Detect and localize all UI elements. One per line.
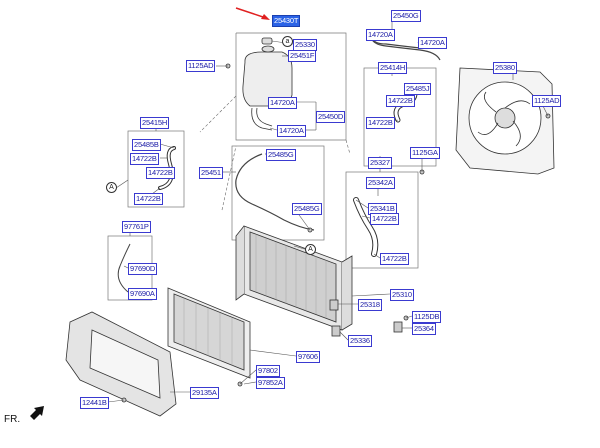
- leader-dashes: [199, 95, 351, 211]
- part-label-25318[interactable]: 25318: [358, 299, 382, 311]
- radiator: [235, 225, 353, 331]
- front-direction-label: FR.: [4, 414, 21, 425]
- callout-a-left: A: [106, 182, 117, 193]
- part-label-1125ad-left[interactable]: 1125AD: [186, 60, 216, 72]
- radiator-fins: [255, 234, 327, 318]
- part-label-14722b-5[interactable]: 14722B: [134, 193, 163, 205]
- part-label-25450d[interactable]: 25450D: [316, 111, 346, 123]
- hose-25342a-inner: [354, 198, 378, 256]
- condenser: [167, 287, 251, 379]
- front-direction-arrow-icon: [30, 406, 44, 420]
- red-pointer-arrow: [235, 7, 270, 20]
- front-end-carrier: [65, 311, 177, 417]
- part-label-14722b-4[interactable]: 14722B: [146, 167, 175, 179]
- part-label-97690d[interactable]: 97690D: [128, 263, 158, 275]
- part-label-25451f[interactable]: 25451F: [288, 50, 317, 62]
- hose-25342a-box: [345, 171, 419, 269]
- part-label-25415h[interactable]: 25415H: [140, 117, 170, 129]
- callout-a-right: A: [305, 244, 316, 255]
- part-label-25485g-2[interactable]: 25485G: [292, 203, 322, 215]
- reservoir-tank: [242, 45, 293, 131]
- part-label-14720a-4[interactable]: 14720A: [277, 125, 306, 137]
- part-label-25342a[interactable]: 25342A: [366, 177, 395, 189]
- part-label-25485b[interactable]: 25485B: [132, 139, 161, 151]
- part-label-14722b-3[interactable]: 14722B: [130, 153, 159, 165]
- part-label-25380[interactable]: 25380: [493, 62, 517, 74]
- part-label-14722b-1[interactable]: 14722B: [386, 95, 415, 107]
- part-label-14720a-1[interactable]: 14720A: [366, 29, 395, 41]
- part-label-14720a-3[interactable]: 14720A: [268, 97, 297, 109]
- part-label-97690a[interactable]: 97690A: [128, 288, 157, 300]
- part-label-97606[interactable]: 97606: [296, 351, 320, 363]
- part-label-25451[interactable]: 25451: [199, 167, 223, 179]
- part-label-1125ad-right[interactable]: 1125AD: [532, 95, 562, 107]
- part-label-25414h[interactable]: 25414H: [378, 62, 408, 74]
- part-label-97761p[interactable]: 97761P: [122, 221, 151, 233]
- part-label-14720a-2[interactable]: 14720A: [418, 37, 447, 49]
- hose-25415h-inner: [159, 147, 175, 189]
- part-label-14722b-2[interactable]: 14722B: [366, 117, 395, 129]
- part-label-14722b-6[interactable]: 14722B: [370, 213, 399, 225]
- part-label-25430t[interactable]: 25430T: [272, 15, 301, 27]
- part-label-25485g-1[interactable]: 25485G: [266, 149, 296, 161]
- part-label-97802[interactable]: 97802: [256, 365, 280, 377]
- reservoir-cap: [261, 37, 273, 45]
- callout-a-small: a: [282, 36, 293, 47]
- part-label-12441b[interactable]: 12441B: [80, 397, 109, 409]
- part-label-25327[interactable]: 25327: [368, 157, 392, 169]
- wiring-97761p: [117, 243, 131, 293]
- part-label-25450g[interactable]: 25450G: [391, 10, 421, 22]
- part-label-1125db[interactable]: 1125DB: [412, 311, 442, 323]
- part-label-25364[interactable]: 25364: [412, 323, 436, 335]
- hose-25451: [235, 153, 315, 231]
- part-label-1125ga[interactable]: 1125GA: [410, 147, 440, 159]
- part-label-29135a[interactable]: 29135A: [190, 387, 219, 399]
- part-label-14722b-7[interactable]: 14722B: [380, 253, 409, 265]
- part-label-25485j[interactable]: 25485J: [404, 83, 432, 95]
- part-label-25310[interactable]: 25310: [390, 289, 414, 301]
- part-label-97852a[interactable]: 97852A: [256, 377, 285, 389]
- condenser-fins: [183, 298, 233, 366]
- part-label-25336[interactable]: 25336: [348, 335, 372, 347]
- fan-shroud: [455, 67, 555, 175]
